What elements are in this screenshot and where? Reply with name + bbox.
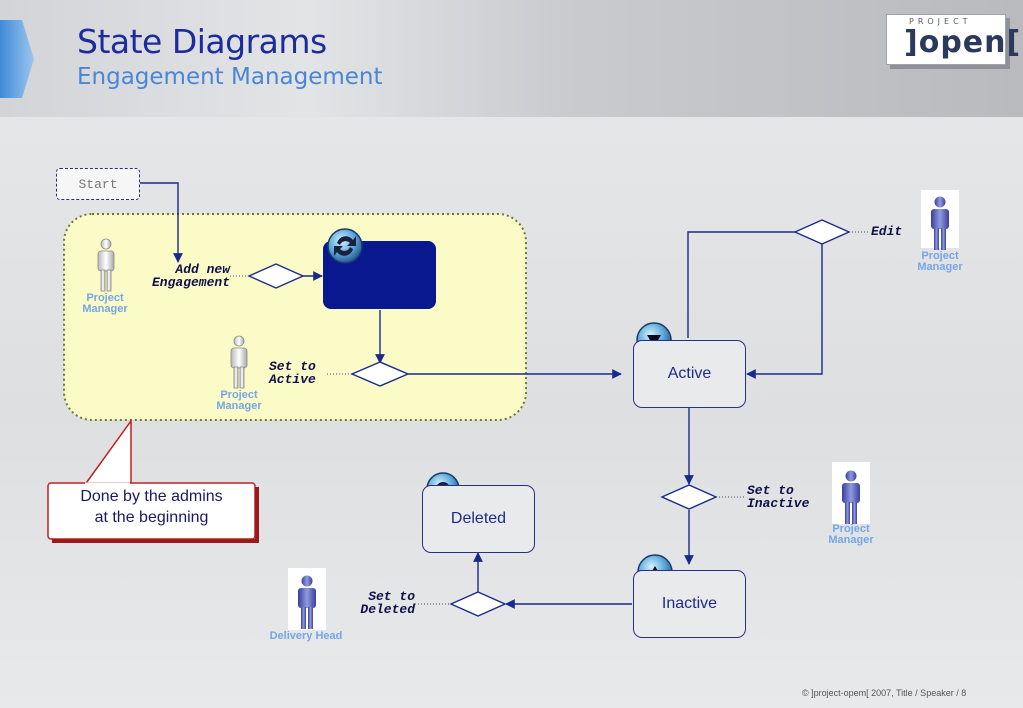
label-set-active: Set to Active — [269, 360, 339, 386]
state-active: Active — [633, 340, 746, 408]
refresh-icon — [327, 228, 363, 264]
start-node: Start — [56, 168, 140, 200]
person-icon-pm3 — [931, 196, 949, 250]
label-set-active-line2: Active — [269, 372, 316, 387]
label-set-active-line1: Set to — [269, 359, 316, 374]
logo-main-text: ]open[ — [904, 25, 1022, 60]
label-set-inactive-line1: Set to — [747, 483, 794, 498]
decision-set-inactive — [660, 484, 718, 510]
page-subtitle: Engagement Management — [77, 64, 383, 90]
role-pm2-line1: Project — [220, 389, 258, 401]
label-edit: Edit — [871, 224, 903, 239]
role-pm1-line2: Manager — [82, 303, 128, 315]
state-deleted: Deleted — [422, 485, 535, 553]
logo-top-text: PROJECT — [909, 17, 972, 26]
role-project-manager-3: Project Manager — [905, 251, 975, 273]
callout-line1: Done by the admins — [80, 488, 223, 505]
project-open-logo: PROJECT ]open[ — [886, 14, 1020, 65]
state-inactive: Inactive — [633, 570, 746, 638]
role-pm4-line1: Project — [832, 523, 870, 535]
person-icon-delivery-head — [298, 575, 316, 629]
label-add-new-line1: Add new — [175, 262, 230, 277]
header-tab-accent — [0, 20, 34, 98]
role-delivery-head: Delivery Head — [269, 630, 343, 642]
callout-text: Done by the admins at the beginning — [50, 486, 253, 528]
callout-pointer — [83, 418, 132, 487]
callout-shadow — [52, 539, 259, 543]
callout-shadow-side — [255, 487, 259, 543]
role-project-manager-2: Project Manager — [204, 390, 274, 412]
slide-footer: © ]project-opem[ 2007, Title / Speaker /… — [802, 688, 967, 698]
role-pm4-line2: Manager — [828, 534, 874, 546]
label-add-new: Add new Engagement — [120, 263, 230, 289]
role-project-manager-1: Project Manager — [70, 293, 140, 315]
label-set-deleted-line1: Set to — [368, 589, 415, 604]
label-add-new-line2: Engagement — [151, 275, 230, 290]
person-icon-pm2 — [230, 335, 248, 389]
page-title: State Diagrams — [77, 22, 327, 61]
person-icon-pm1 — [97, 238, 115, 292]
decision-set-active — [350, 361, 410, 387]
role-project-manager-4: Project Manager — [816, 524, 886, 546]
decision-add-new — [247, 263, 305, 289]
role-pm2-line2: Manager — [216, 400, 262, 412]
edge-active-to-edit — [687, 231, 795, 338]
label-set-inactive-line2: Inactive — [747, 496, 810, 511]
label-set-deleted-line2: Deleted — [360, 602, 415, 617]
label-set-deleted: Set to Deleted — [335, 590, 415, 616]
decision-edit — [793, 219, 851, 245]
edge-edit-to-active — [746, 231, 849, 379]
edge-start-to-add — [139, 182, 183, 263]
person-icon-pm4 — [842, 470, 860, 524]
decision-set-deleted — [449, 591, 507, 617]
callout-line2: at the beginning — [94, 509, 209, 526]
role-pm3-line1: Project — [921, 250, 959, 262]
admin-group-area — [63, 213, 527, 421]
slide-header: State Diagrams Engagement Management PRO… — [0, 0, 1023, 117]
label-set-inactive: Set to Inactive — [747, 484, 827, 510]
role-pm1-line1: Project — [86, 292, 124, 304]
role-pm3-line2: Manager — [917, 261, 963, 273]
